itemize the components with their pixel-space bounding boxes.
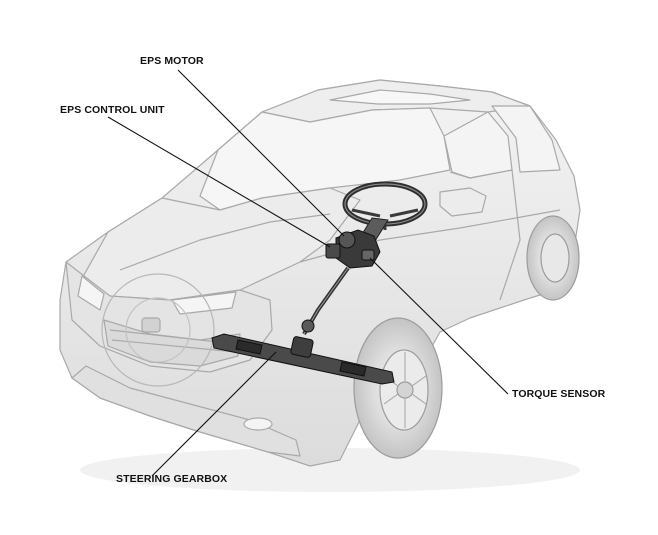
side-mirror bbox=[439, 187, 487, 217]
door-line bbox=[449, 169, 521, 301]
torque-sensor bbox=[361, 249, 375, 261]
universal-joint bbox=[301, 319, 315, 333]
label-eps-motor: EPS MOTOR bbox=[140, 55, 204, 67]
rear-wheel-rim bbox=[540, 233, 570, 283]
roof-panel bbox=[329, 89, 471, 105]
ground-shadow bbox=[80, 448, 580, 492]
headlight-right bbox=[171, 291, 237, 315]
gearbox-boot-right bbox=[339, 361, 367, 377]
lower-bumper bbox=[71, 365, 301, 457]
leader-eps-motor bbox=[177, 69, 345, 237]
eps-system bbox=[211, 181, 428, 385]
label-eps-control-unit: EPS CONTROL UNIT bbox=[60, 104, 165, 116]
pinion-housing bbox=[290, 336, 314, 358]
label-steering-gearbox: STEERING GEARBOX bbox=[116, 473, 228, 485]
fog-light bbox=[243, 417, 273, 431]
side-window-rear bbox=[491, 105, 561, 173]
leader-lines bbox=[107, 69, 509, 477]
grille-line-2 bbox=[111, 339, 237, 353]
front-wheel-hub bbox=[396, 381, 414, 399]
ghost-wheel-front-left bbox=[101, 273, 215, 387]
leader-steering-gearbox bbox=[151, 351, 277, 477]
car-body bbox=[59, 79, 581, 492]
leader-torque-sensor bbox=[369, 257, 509, 395]
label-torque-sensor: TORQUE SENSOR bbox=[512, 388, 606, 400]
logo-badge bbox=[141, 317, 161, 333]
eps-control-unit bbox=[325, 243, 341, 259]
wheels bbox=[353, 215, 580, 459]
ghost-wheel-front-left-inner bbox=[125, 297, 191, 363]
hood-crease bbox=[119, 213, 331, 271]
gearbox-boot-left bbox=[235, 339, 263, 355]
leader-eps-control-unit bbox=[107, 116, 331, 248]
eps-motor bbox=[338, 231, 356, 249]
headlight-left bbox=[77, 275, 105, 311]
